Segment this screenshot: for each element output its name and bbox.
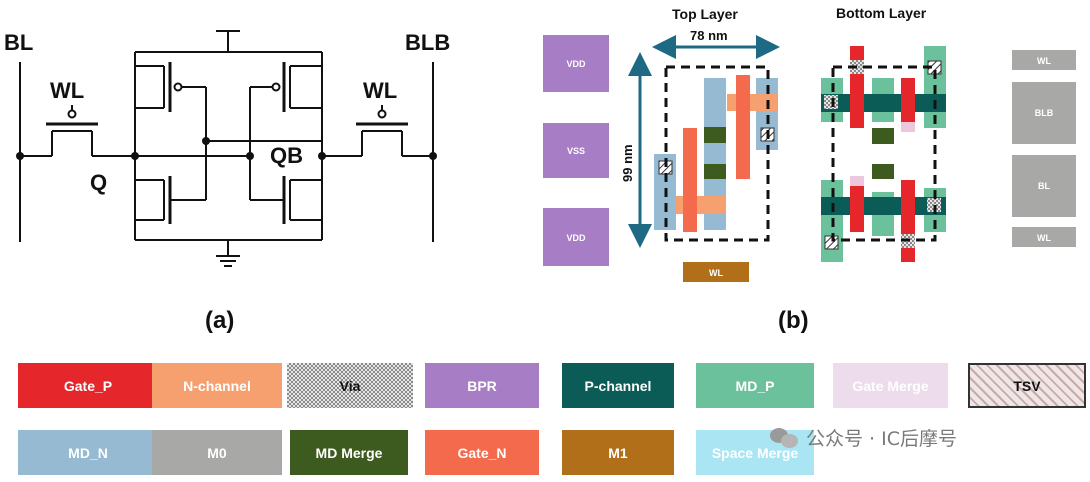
- svg-text:WL: WL: [1037, 56, 1051, 66]
- legend-label: Gate_P: [63, 377, 113, 394]
- svg-text:VDD: VDD: [566, 59, 586, 69]
- blb-pad: [1012, 82, 1076, 144]
- legend-item-gate-merge: Gate Merge: [833, 363, 948, 408]
- legend-label: Gate Merge: [852, 377, 929, 394]
- left-pads: VDD VSS VDD: [543, 35, 609, 266]
- svg-text:WL: WL: [1037, 233, 1051, 243]
- right-pads: WL BLB BL WL: [1012, 50, 1076, 247]
- width-dim-label: 78 nm: [690, 28, 728, 43]
- legend-label: M0: [207, 444, 227, 461]
- bottom-wl-pad: WL: [683, 262, 749, 282]
- legend-item-gate-n: Gate_N: [425, 430, 539, 475]
- wl-bottom-pad: [1012, 227, 1076, 247]
- legend-label: MD_N: [68, 444, 108, 461]
- legend-label: BPR: [467, 377, 497, 394]
- svg-text:VDD: VDD: [566, 233, 586, 243]
- vdd-bottom-pad: [543, 208, 609, 266]
- legend-item-md-merge: MD Merge: [290, 430, 408, 475]
- svg-text:BLB: BLB: [1035, 108, 1054, 118]
- legend-item-md-n: MD_N: [18, 430, 158, 475]
- legend-item-tsv: TSV: [968, 363, 1086, 408]
- top-layer-title: Top Layer: [672, 6, 738, 22]
- legend-item-md-p: MD_P: [696, 363, 814, 408]
- wl-right-label: WL: [363, 78, 397, 103]
- q-label: Q: [90, 170, 107, 195]
- bottom-layer-cell: [821, 46, 946, 262]
- height-dim-label: 99 nm: [620, 144, 635, 182]
- legend-label: P-channel: [584, 377, 652, 394]
- legend-item-p-channel: P-channel: [562, 363, 674, 408]
- bl-label: BL: [4, 30, 33, 55]
- svg-text:WL: WL: [709, 268, 723, 278]
- wechat-icon: [770, 426, 800, 450]
- vdd-top-pad: [543, 35, 609, 92]
- schematic-junctions: [16, 137, 437, 160]
- blb-label: BLB: [405, 30, 450, 55]
- legend-item-via: Via: [287, 363, 413, 408]
- layout-diagram: Top Layer Bottom Layer 78 nm 99 nm VDD V…: [543, 5, 1076, 334]
- watermark-text: 公众号 · IC后摩号: [806, 428, 957, 450]
- svg-text:VSS: VSS: [567, 146, 585, 156]
- watermark: 公众号 · IC后摩号: [770, 424, 957, 451]
- bl-pad: [1012, 155, 1076, 217]
- legend-label: N-channel: [183, 377, 251, 394]
- wl-top-pad: [1012, 50, 1076, 70]
- legend-item-m1: M1: [562, 430, 674, 475]
- caption-b: (b): [778, 307, 809, 334]
- legend-label: M1: [608, 444, 628, 461]
- legend-label: Space Merge: [711, 444, 799, 461]
- vss-pad: [543, 123, 609, 178]
- svg-text:BL: BL: [1038, 181, 1050, 191]
- legend-label: Gate_N: [457, 444, 507, 461]
- legend-label: MD_P: [735, 377, 775, 394]
- legend-item-gate-p: Gate_P: [18, 363, 158, 408]
- caption-a: (a): [205, 307, 234, 334]
- legend-item-bpr: BPR: [425, 363, 539, 408]
- sram-6t-schematic: [19, 30, 434, 267]
- top-layer-cell: [654, 65, 778, 242]
- bottom-layer-title: Bottom Layer: [836, 5, 927, 21]
- wl-left-label: WL: [50, 78, 84, 103]
- legend-item-m0: M0: [152, 430, 282, 475]
- legend-label: MD Merge: [315, 444, 383, 461]
- legend-label: TSV: [1013, 377, 1041, 394]
- qb-label: QB: [270, 143, 303, 168]
- schematic-labels: BL BLB WL WL Q QB (a): [4, 30, 450, 334]
- legend-item-n-channel: N-channel: [152, 363, 282, 408]
- legend-label: Via: [339, 377, 361, 394]
